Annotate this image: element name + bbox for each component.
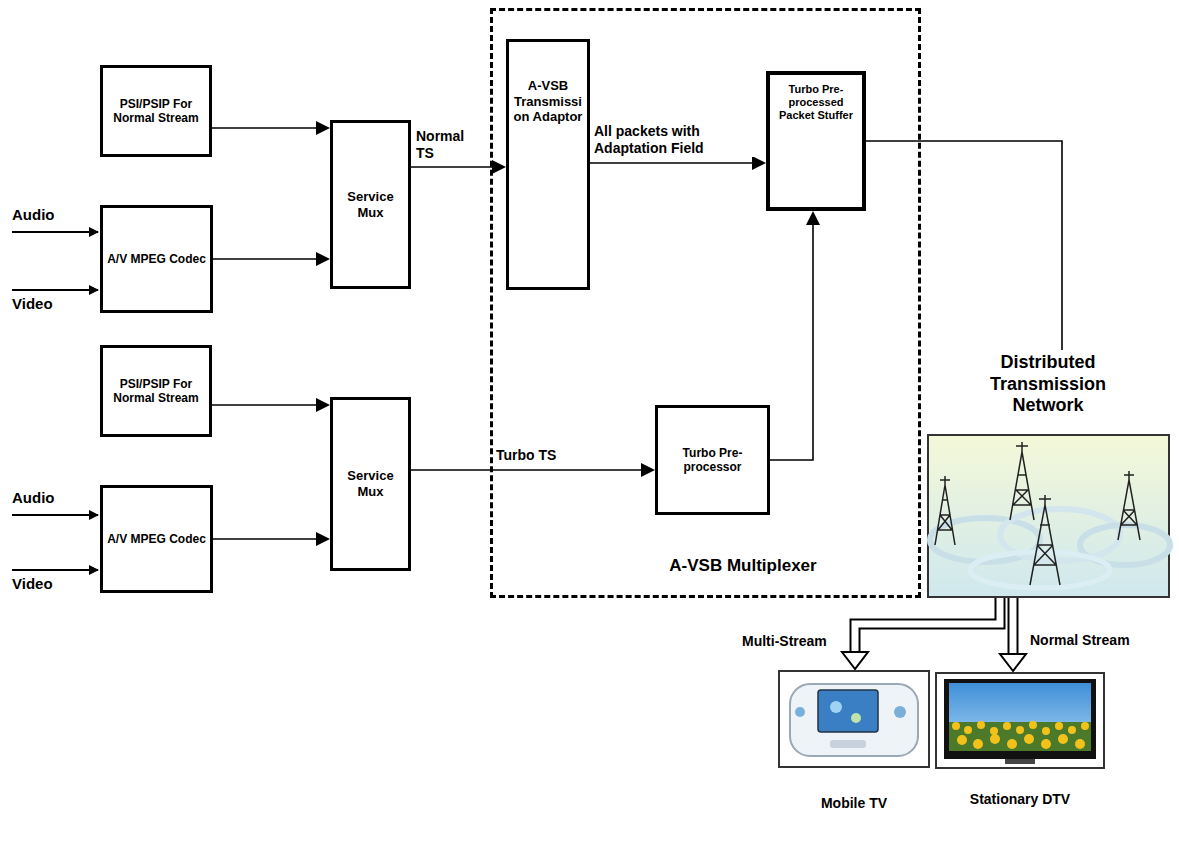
mux-box: Service Mux [330, 120, 411, 289]
box-label: Turbo Pre-processed Packet Stuffer [774, 83, 858, 123]
table-box: PSI/PSIP For Normal Stream [100, 65, 212, 157]
signal-label: Video [12, 575, 53, 593]
connector [590, 156, 766, 170]
signal-label: Audio [12, 489, 55, 507]
mobile-tv-node: Mobile TV [778, 669, 930, 815]
edge-label: Normal TS [416, 128, 478, 162]
table-box: PSI/PSIP For Normal Stream [100, 345, 212, 437]
adaptor-box: A-VSB Transmissi on Adaptor [506, 39, 590, 290]
box-label: Service Mux [337, 468, 404, 499]
connector [411, 463, 655, 477]
multiplexer-group: A-VSB Multiplexer A-VSB Transmissi on Ada… [490, 8, 921, 598]
edge-label: Turbo TS [496, 447, 556, 464]
connector [213, 532, 330, 546]
tower-picture [928, 435, 1170, 597]
node-heading: A-VSB Multiplexer [633, 556, 853, 576]
television-picture [936, 673, 1104, 768]
codec-box: A/V MPEG Codec [100, 205, 213, 313]
edge-label: Normal Stream [1030, 632, 1130, 649]
node-heading: Distributed Transmission Network [973, 352, 1123, 417]
connector [212, 121, 330, 135]
mobile-device-picture [779, 671, 929, 767]
network-picture-node: Distributed Transmission Network [927, 350, 1170, 598]
box-label: A/V MPEG Codec [107, 532, 206, 546]
codec-box: A/V MPEG Codec [100, 485, 213, 593]
edge-label: Multi-Stream [742, 633, 827, 650]
mux-box: Service Mux [330, 397, 411, 571]
hollow-arrow [1000, 598, 1026, 671]
node-heading: Mobile TV [778, 795, 930, 812]
connector [866, 141, 1062, 350]
signal-label: Video [12, 295, 53, 313]
box-label: PSI/PSIP For Normal Stream [107, 97, 205, 126]
edge-label: All packets with Adaptation Field [594, 123, 760, 157]
box-label: Service Mux [337, 189, 404, 220]
connector [212, 398, 330, 412]
stationary-tv-node: Stationary DTV [935, 671, 1105, 811]
connector [770, 211, 820, 460]
stuffer-box: Turbo Pre-processed Packet Stuffer [766, 71, 866, 211]
box-label: Turbo Pre-processor [662, 446, 763, 475]
input-arrows [12, 232, 98, 570]
node-heading: Stationary DTV [935, 791, 1105, 808]
hollow-arrow [842, 598, 1000, 669]
connector [213, 252, 330, 266]
box-label: A/V MPEG Codec [107, 252, 206, 266]
box-label: A-VSB Transmissi on Adaptor [513, 78, 583, 125]
box-label: PSI/PSIP For Normal Stream [107, 377, 205, 406]
signal-label: Audio [12, 206, 55, 224]
preprocessor-box: Turbo Pre-processor [655, 405, 770, 515]
